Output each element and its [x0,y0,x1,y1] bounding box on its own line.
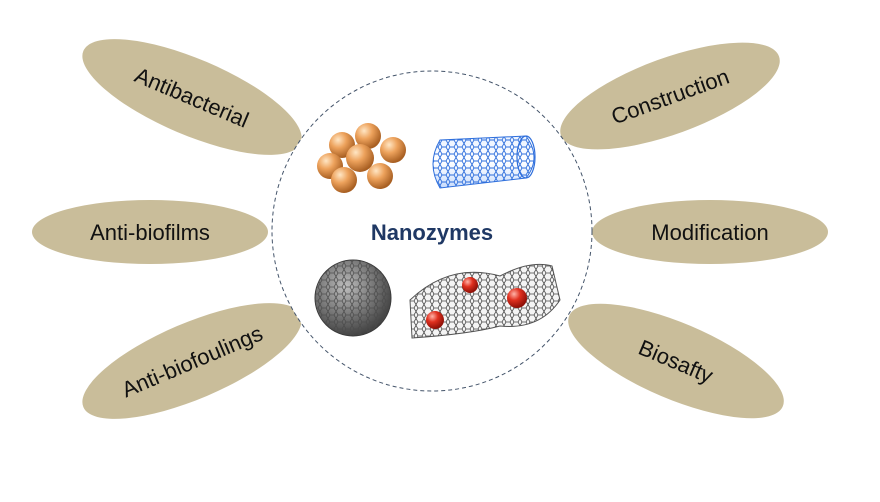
petal-anti-biofilms: Anti-biofilms [32,200,268,264]
petal-anti-biofoulings: Anti-biofoulings [82,303,302,419]
petal-antibacterial: Antibacterial [82,39,302,155]
red-particle-icon [426,311,444,329]
red-particle-icon [462,277,478,293]
petal-modification: Modification [592,200,828,264]
petal-biosafty: Biosafty [568,303,784,419]
petal-construction: Construction [560,42,780,150]
graphene-sheet-icon [409,263,561,339]
petal-label-modification: Modification [651,220,768,245]
fullerene-icon [314,259,392,337]
petal-label-anti-biofilms: Anti-biofilms [90,220,210,245]
carbon-nanotube-icon [432,135,536,189]
nanoparticle-cluster-icon [317,123,406,193]
center-title: Nanozymes [371,220,493,245]
red-particle-icon [507,288,527,308]
